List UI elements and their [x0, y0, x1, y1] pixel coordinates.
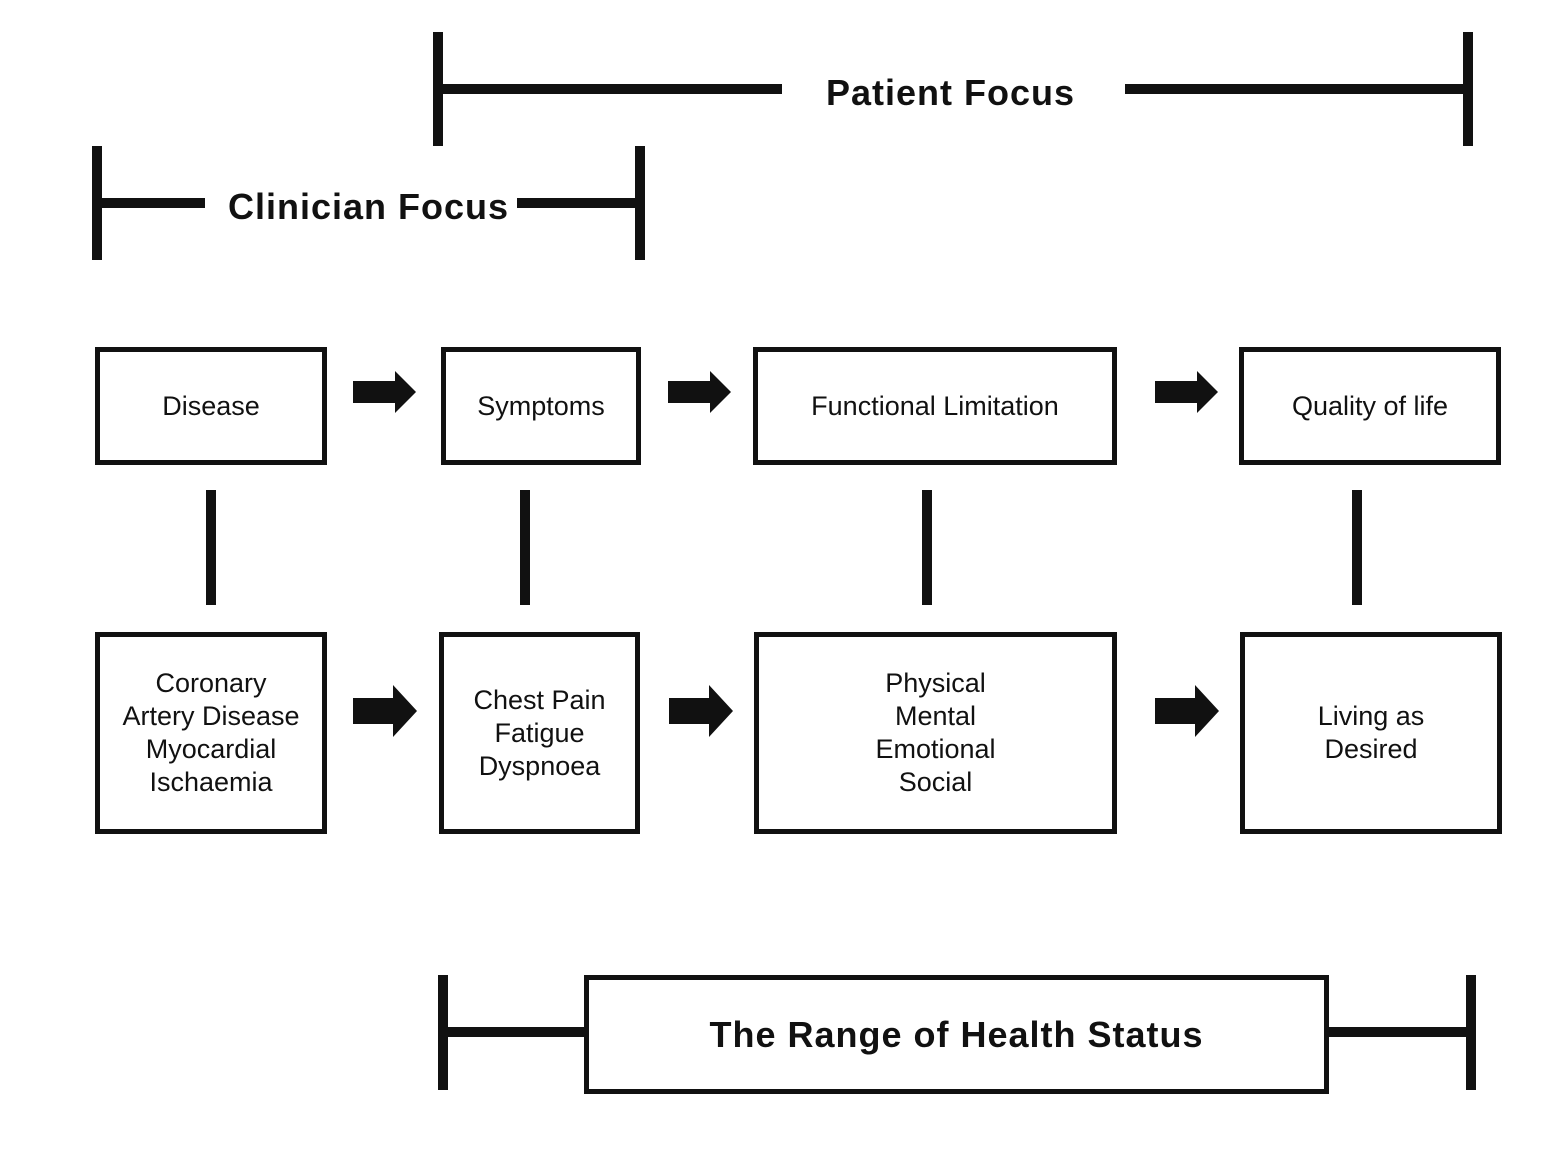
box-text: Living as Desired: [1318, 700, 1425, 766]
range-of-health-status-box: The Range of Health Status: [584, 975, 1329, 1094]
range-bracket: [438, 975, 1476, 1090]
box-coronary-artery-disease: Coronary Artery Disease Myocardial Ischa…: [95, 632, 327, 834]
box-chest-pain: Chest Pain Fatigue Dyspnoea: [439, 632, 640, 834]
box-text: Chest Pain Fatigue Dyspnoea: [473, 684, 605, 783]
box-line: Coronary: [155, 668, 267, 698]
patient-focus-bracket: [433, 32, 1473, 146]
clinician-focus-label: Clinician Focus: [220, 186, 518, 228]
top-row-arrows: [353, 371, 1218, 413]
box-line: Emotional: [875, 734, 996, 764]
box-functional-limitation-label: Functional Limitation: [811, 390, 1059, 421]
box-disease-label: Disease: [162, 390, 260, 421]
box-line: Artery Disease: [122, 701, 300, 731]
box-disease: Disease: [95, 347, 327, 465]
box-living-as-desired: Living as Desired: [1240, 632, 1502, 834]
box-line: Dyspnoea: [478, 750, 601, 781]
box-line: Ischaemia: [149, 767, 273, 797]
box-text: Coronary Artery Disease Myocardial Ischa…: [122, 667, 299, 799]
box-physical-mental: Physical Mental Emotional Social: [754, 632, 1117, 834]
arrow-right-icon: [668, 371, 731, 413]
patient-focus-label: Patient Focus: [818, 72, 1084, 114]
box-symptoms-label: Symptoms: [477, 390, 605, 421]
arrow-right-icon: [669, 685, 733, 737]
box-line: Fatigue: [494, 717, 585, 748]
arrow-right-icon: [1155, 685, 1219, 737]
box-line: Desired: [1324, 734, 1418, 764]
row-connectors: [206, 490, 1362, 605]
box-text: Physical Mental Emotional Social: [875, 667, 995, 799]
box-line: Living as: [1317, 701, 1425, 731]
range-of-health-status-label: The Range of Health Status: [709, 1013, 1204, 1055]
arrow-right-icon: [1155, 371, 1218, 413]
arrow-right-icon: [353, 685, 417, 737]
box-functional-limitation: Functional Limitation: [753, 347, 1117, 465]
bottom-row-arrows: [353, 685, 1219, 737]
arrow-right-icon: [353, 371, 416, 413]
box-line: Myocardial: [145, 734, 277, 764]
box-line: Mental: [894, 701, 977, 731]
clinician-focus-bracket: [92, 146, 645, 260]
box-quality-of-life: Quality of life: [1239, 347, 1501, 465]
box-symptoms: Symptoms: [441, 347, 641, 465]
box-line: Physical: [885, 668, 986, 698]
box-line: Social: [898, 767, 973, 797]
box-line: Chest Pain: [473, 684, 606, 715]
box-quality-of-life-label: Quality of life: [1291, 390, 1449, 421]
